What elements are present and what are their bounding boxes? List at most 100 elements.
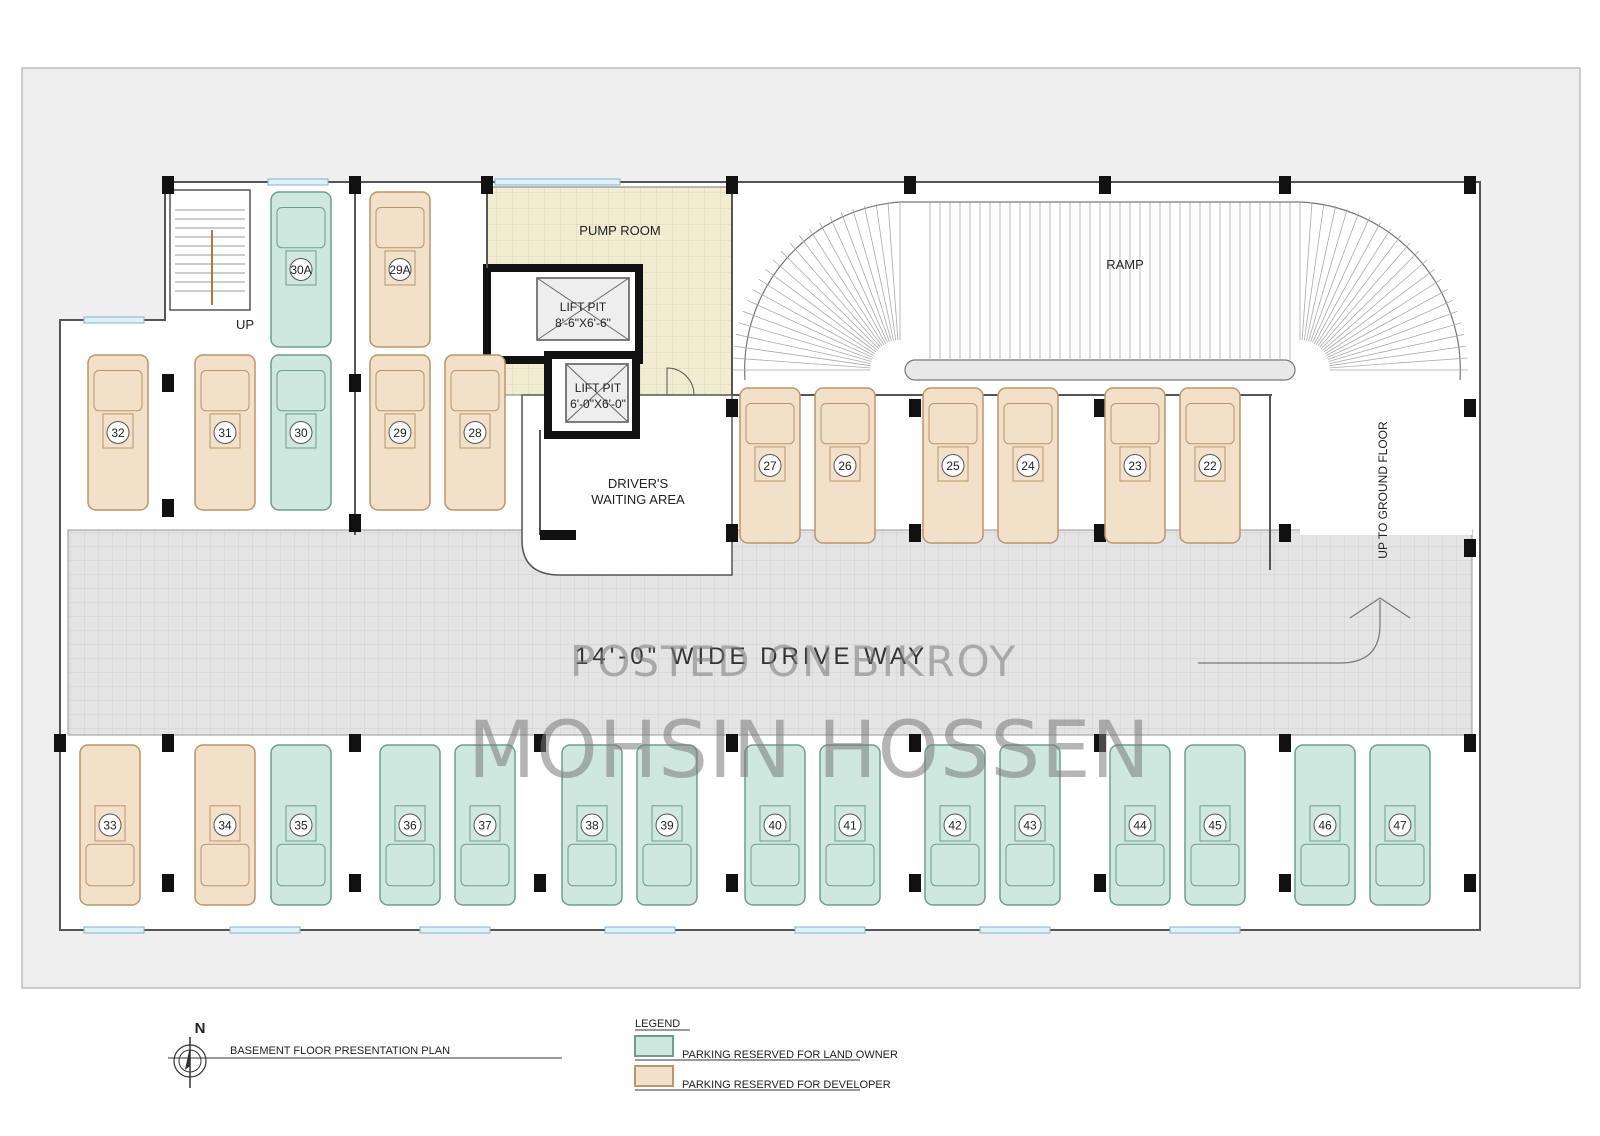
car-windshield <box>85 843 135 887</box>
slot-marker <box>1388 813 1412 837</box>
ramp-island <box>904 359 1296 381</box>
ramp-tread <box>1303 203 1325 341</box>
car-windshield <box>200 843 250 887</box>
slot-number: 44 <box>1133 819 1147 833</box>
slot-marker <box>833 454 857 477</box>
parking-space-39: 39 <box>636 744 698 906</box>
slot-marker <box>213 813 237 837</box>
parking-space-42: 42 <box>924 744 986 906</box>
drive-direction-arrow <box>1198 597 1411 664</box>
car-roof <box>384 413 416 449</box>
driveway <box>67 529 1473 736</box>
slot-number: 40 <box>768 819 782 833</box>
car-roof <box>94 805 126 842</box>
ramp-tread <box>829 217 888 343</box>
slot-number: 35 <box>294 819 308 833</box>
ramp-tread <box>742 310 873 360</box>
car-roof <box>1384 805 1416 842</box>
staircase <box>169 189 251 311</box>
parking-space-32: 32 <box>87 354 149 511</box>
car-roof <box>754 446 786 482</box>
column-5 <box>1099 176 1111 194</box>
legend-title: LEGEND <box>635 1018 681 1030</box>
slot-number: 43 <box>1023 819 1037 833</box>
parking-space-23: 23 <box>1104 387 1166 544</box>
column-9 <box>162 499 174 517</box>
parking-space-46: 46 <box>1294 744 1356 906</box>
slot-marker <box>398 813 422 837</box>
stair-treads <box>175 209 245 305</box>
ramp-tread <box>1329 333 1465 364</box>
column-19 <box>1464 399 1476 417</box>
slot-marker <box>213 421 237 444</box>
column-21 <box>54 734 66 752</box>
slot-number: 45 <box>1208 819 1222 833</box>
ramp-tread <box>780 250 880 350</box>
ramp-tread <box>1301 202 1313 341</box>
car-windshield <box>1300 843 1350 887</box>
car-roof <box>1199 805 1231 842</box>
window-5 <box>419 926 491 934</box>
parking-space-26: 26 <box>814 387 876 544</box>
car-roof <box>394 805 426 842</box>
column-22 <box>162 734 174 752</box>
legend-swatch-developer <box>634 1065 674 1087</box>
car-windshield <box>1115 843 1165 887</box>
car-roof <box>384 250 416 286</box>
car-roof <box>937 446 969 482</box>
slot-number: 27 <box>763 459 777 473</box>
up-to-ground-label: UP TO GROUND FLOOR <box>1376 421 1390 559</box>
column-33 <box>1094 874 1106 892</box>
slot-number: 47 <box>1393 819 1407 833</box>
parking-space-45: 45 <box>1184 744 1246 906</box>
slot-number: 23 <box>1128 459 1142 473</box>
parking-space-37: 37 <box>454 744 516 906</box>
slot-number: 29 <box>393 426 407 440</box>
column-17 <box>1094 524 1106 542</box>
slot-marker <box>655 813 679 837</box>
ramp-tread <box>752 289 874 356</box>
column-25 <box>349 874 361 892</box>
window-4 <box>229 926 301 934</box>
slot-marker <box>758 454 782 477</box>
car-roof <box>1124 805 1156 842</box>
parking-space-31: 31 <box>194 354 256 511</box>
ramp-tread <box>1326 289 1448 356</box>
parking-space-47: 47 <box>1369 744 1431 906</box>
parking-space-40: 40 <box>744 744 806 906</box>
column-29 <box>726 874 738 892</box>
car-roof <box>1014 805 1046 842</box>
car-windshield <box>1110 403 1160 445</box>
slot-number: 31 <box>218 426 232 440</box>
car-windshield <box>825 843 875 887</box>
ramp-tread <box>1306 205 1337 341</box>
window-8 <box>979 926 1051 934</box>
car-windshield <box>276 207 326 249</box>
ramp-tread <box>765 268 877 353</box>
lift-car-1-cross <box>536 277 630 341</box>
column-12 <box>726 399 738 417</box>
car-roof <box>459 413 491 449</box>
slot-marker <box>289 258 313 281</box>
car-windshield <box>385 843 435 887</box>
ramp-tread <box>1310 212 1360 343</box>
parking-space-28: 28 <box>444 354 506 511</box>
ramp-tread <box>798 235 883 347</box>
ramp-tread <box>758 278 876 355</box>
driveway-label: 14'-0" WIDE DRIVE WAY <box>575 643 929 670</box>
car-roof <box>829 446 861 482</box>
car-roof <box>1119 446 1151 482</box>
parking-space-22: 22 <box>1179 387 1241 544</box>
slot-marker <box>1123 454 1147 477</box>
car-roof <box>285 805 317 842</box>
car-windshield <box>450 370 500 412</box>
parking-space-30A: 30A <box>270 191 332 348</box>
ramp-tread <box>1327 310 1458 360</box>
ramp-tread <box>735 333 871 364</box>
column-30 <box>909 734 921 752</box>
ramp-tread <box>1314 222 1381 344</box>
car-roof <box>285 413 317 449</box>
ramp-outer-curve-left <box>744 201 901 381</box>
parking-space-36: 36 <box>379 744 441 906</box>
